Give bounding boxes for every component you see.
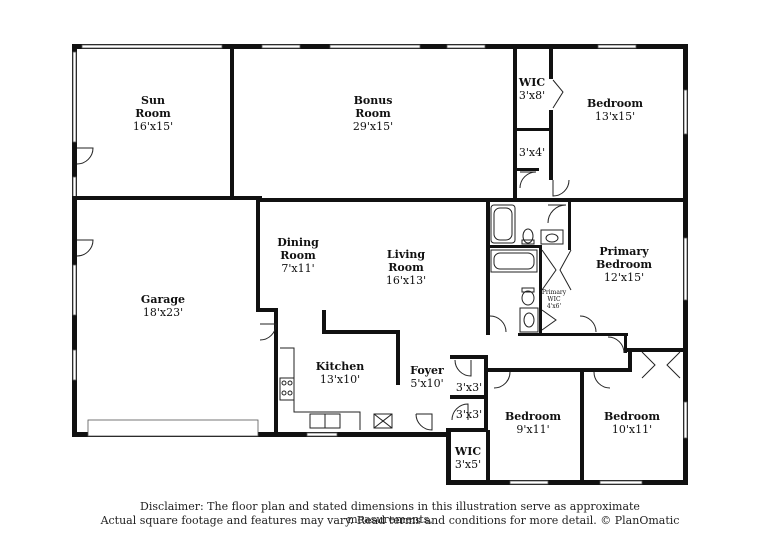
living-room-name-1: Living <box>387 248 425 261</box>
bedroom-right-dim: 10'x11' <box>612 423 652 436</box>
bedroom-right-name: Bedroom <box>604 410 660 423</box>
disclaimer-line-2: Actual square footage and features may v… <box>100 514 680 527</box>
wic-top-dim: 3'x8' <box>519 89 545 102</box>
primary-wic-name-1: Primary <box>542 289 567 296</box>
living-room-dim: 16'x13' <box>386 274 426 287</box>
primary-bedroom-name-2: Bedroom <box>596 258 652 271</box>
closet-a-dim: 3'x3' <box>456 381 482 394</box>
sun-room-dim: 16'x15' <box>133 120 173 133</box>
fixtures <box>279 204 564 430</box>
disclaimer-line-1: Disclaimer: The floor plan and stated di… <box>140 500 640 526</box>
sun-room-name-2: Room <box>135 107 171 120</box>
dining-room-dim: 7'x11' <box>281 262 314 275</box>
primary-bedroom-name-1: Primary <box>599 245 649 258</box>
doors <box>76 79 681 431</box>
wic-top-name: WIC <box>518 76 545 89</box>
windows <box>72 44 688 485</box>
bedroom-top-dim: 13'x15' <box>595 110 635 123</box>
living-room-name-2: Room <box>388 261 424 274</box>
bonus-room-dim: 29'x15' <box>353 120 393 133</box>
sun-room-name-1: Sun <box>141 94 165 107</box>
dining-room-name-2: Room <box>280 249 316 262</box>
bonus-room-name-2: Room <box>355 107 391 120</box>
primary-bedroom-dim: 12'x15' <box>604 271 644 284</box>
foyer-dim: 5'x10' <box>410 377 443 390</box>
primary-wic-dim: 4'x6' <box>547 303 562 310</box>
interior-walls <box>72 49 688 482</box>
bonus-room-name-1: Bonus <box>354 94 393 107</box>
garage-name: Garage <box>141 293 185 306</box>
kitchen-name: Kitchen <box>316 360 365 373</box>
closet-b-dim: 3'x3' <box>456 408 482 421</box>
wic-bottom-dim: 3'x5' <box>455 458 481 471</box>
bedroom-mid-dim: 9'x11' <box>516 423 549 436</box>
garage-dim: 18'x23' <box>143 306 183 319</box>
foyer-name: Foyer <box>410 364 444 377</box>
room-labels: Sun Room 16'x15' Bonus Room 29'x15' WIC … <box>133 76 661 471</box>
bedroom-top-name: Bedroom <box>587 97 643 110</box>
wic-bottom-name: WIC <box>454 445 481 458</box>
primary-wic-name-2: WIC <box>547 296 561 303</box>
kitchen-dim: 13'x10' <box>320 373 360 386</box>
closet-top-dim: 3'x4' <box>519 146 545 159</box>
dining-room-name-1: Dining <box>277 236 319 249</box>
bedroom-mid-name: Bedroom <box>505 410 561 423</box>
